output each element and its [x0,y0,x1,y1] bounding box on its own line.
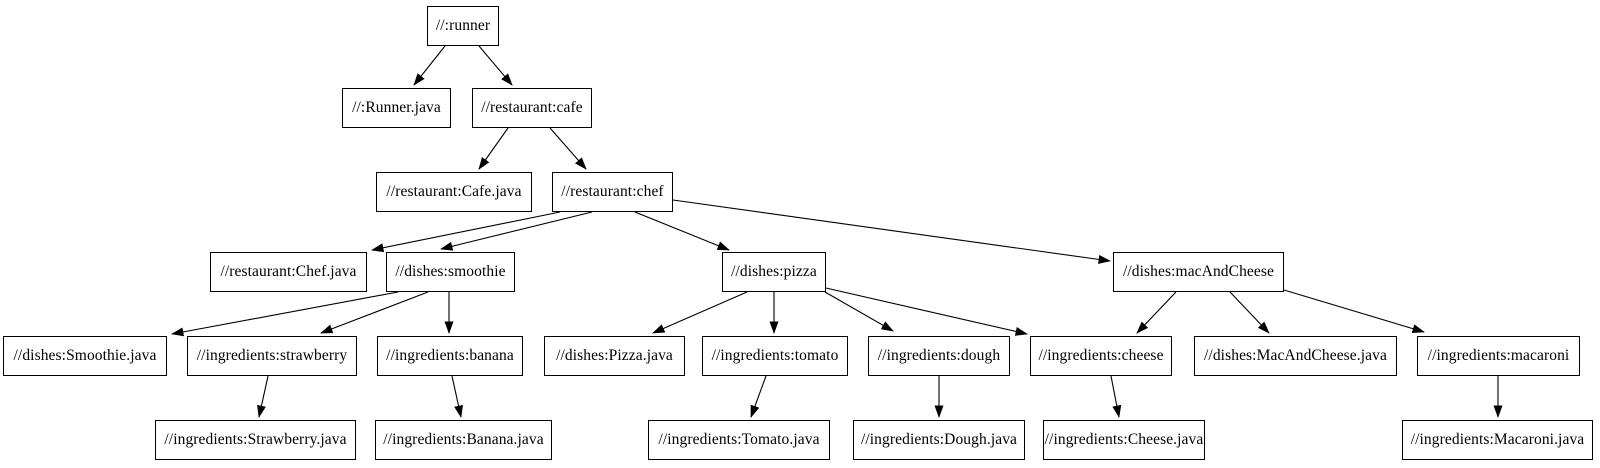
edge-pizza-to-cheese [825,287,1028,336]
node-banana: //ingredients:banana [377,336,523,376]
node-label: //ingredients:dough [877,347,1001,365]
edge-banana-to-banana-java [451,375,463,418]
edge-chef-to-pizza [634,211,730,251]
edge-strawberry-to-strawberry-java [257,375,269,418]
node-runner-java: //:Runner.java [342,88,451,128]
node-label: //dishes:Smoothie.java [13,347,157,365]
node-pizza-java: //dishes:Pizza.java [544,336,685,376]
node-macandcheese: //dishes:macAndCheese [1113,252,1284,292]
edge-chef-to-smoothie [440,211,593,251]
node-label: //ingredients:Dough.java [860,431,1018,449]
node-cafe-java: //restaurant:Cafe.java [376,172,532,212]
edge-runner-to-cafe [478,45,513,86]
edge-pizza-to-pizza-java [652,291,748,334]
node-label: //ingredients:Tomato.java [658,431,820,449]
node-cheese-java: //ingredients:Cheese.java [1043,420,1205,460]
edge-pizza-to-dough [824,291,894,332]
edge-tomato-to-tomato-java [750,375,767,418]
edge-smoothie-to-smoothie-java [171,291,399,337]
node-label: //:runner [435,17,491,35]
node-runner: //:runner [427,6,499,46]
node-cafe: //restaurant:cafe [472,88,592,128]
node-label: //restaurant:chef [561,183,664,201]
node-label: //ingredients:banana [386,347,514,365]
edge-chef-to-chef-java [371,211,561,253]
node-label: //dishes:pizza [731,263,817,281]
node-label: //ingredients:macaroni [1427,347,1570,365]
node-label: //restaurant:Cafe.java [386,183,522,201]
edge-smoothie-to-strawberry [320,291,429,334]
node-cheese: //ingredients:cheese [1030,336,1172,376]
edge-macandcheese-to-macandcheese-java [1229,291,1270,334]
node-macaroni: //ingredients:macaroni [1417,336,1580,376]
edge-macandcheese-to-macaroni [1283,289,1425,334]
node-label: //:Runner.java [352,99,441,117]
node-label: //dishes:Pizza.java [556,347,673,365]
edge-cafe-to-chef [549,127,587,170]
node-label: //ingredients:cheese [1038,347,1164,365]
node-label: //dishes:smoothie [395,263,506,281]
node-label: //ingredients:Macaroni.java [1410,431,1585,449]
node-label: //dishes:MacAndCheese.java [1204,347,1387,365]
node-tomato-java: //ingredients:Tomato.java [648,420,830,460]
node-strawberry-java: //ingredients:Strawberry.java [155,420,356,460]
edge-cafe-to-cafe-java [478,127,509,170]
node-label: //ingredients:Banana.java [383,431,544,449]
node-label: //restaurant:cafe [481,99,583,117]
node-pizza: //dishes:pizza [722,252,826,292]
node-strawberry: //ingredients:strawberry [187,336,357,376]
node-chef: //restaurant:chef [552,172,673,212]
node-label: //ingredients:strawberry [196,347,348,365]
edge-cheese-to-cheese-java [1110,375,1122,418]
node-label: //ingredients:Cheese.java [1044,431,1204,449]
edge-macandcheese-to-cheese [1136,291,1177,334]
node-label: //ingredients:tomato [711,347,839,365]
node-smoothie: //dishes:smoothie [386,252,515,292]
node-dough: //ingredients:dough [868,336,1010,376]
node-banana-java: //ingredients:Banana.java [375,420,552,460]
node-smoothie-java: //dishes:Smoothie.java [3,336,167,376]
node-chef-java: //restaurant:Chef.java [210,252,367,292]
node-macandcheese-java: //dishes:MacAndCheese.java [1194,336,1397,376]
node-label: //ingredients:Strawberry.java [164,431,347,449]
node-tomato: //ingredients:tomato [702,336,848,376]
node-label: //dishes:macAndCheese [1122,263,1275,281]
edge-runner-to-runner-java [413,45,446,86]
node-label: //restaurant:Chef.java [220,263,357,281]
node-macaroni-java: //ingredients:Macaroni.java [1402,420,1593,460]
node-dough-java: //ingredients:Dough.java [853,420,1025,460]
